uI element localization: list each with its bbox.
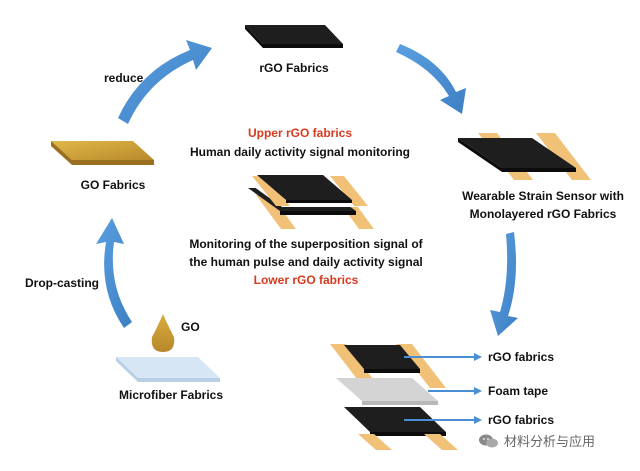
lower-rgo-label: Lower rGO fabrics (253, 273, 359, 287)
layer-rgo-label-1: rGO fabrics (488, 350, 555, 364)
sensor-arrow (396, 44, 466, 114)
superposition-label-1: Monitoring of the superposition signal o… (189, 237, 423, 251)
callout-arrow-rgo-2 (404, 416, 482, 424)
microfiber-fabric (116, 357, 220, 382)
callout-arrow-foam (428, 387, 482, 395)
drop-casting-arrow (96, 218, 132, 328)
superposition-label-2: the human pulse and daily activity signa… (189, 255, 423, 269)
reduce-arrow (118, 40, 212, 124)
watermark: 材料分析与应用 (478, 431, 595, 450)
go-drop-label: GO (181, 320, 200, 334)
wearable-sensor-label-1: Wearable Strain Sensor with (462, 189, 624, 203)
go-fabrics-label: GO Fabrics (80, 178, 146, 192)
monolayer-sensor (458, 133, 591, 180)
microfiber-label: Microfiber Fabrics (118, 388, 224, 402)
reduce-label: reduce (104, 71, 144, 85)
wearable-sensor-label-2: Monolayered rGO Fabrics (469, 207, 617, 221)
callout-arrow-rgo-1 (404, 353, 482, 361)
layer-foam-tape (336, 378, 438, 405)
drop-casting-label: Drop-casting (25, 276, 100, 290)
layer-rgo-label-2: rGO fabrics (488, 413, 555, 427)
layer-rgo-bottom (344, 407, 458, 450)
upper-rgo-label: Upper rGO fabrics (247, 126, 353, 140)
layer-arrow (490, 232, 518, 336)
go-drop (151, 314, 175, 352)
layer-foam-label: Foam tape (488, 384, 549, 398)
watermark-text: 材料分析与应用 (504, 435, 596, 450)
wechat-icon (479, 434, 498, 447)
rgo-fabrics-label: rGO Fabrics (259, 61, 329, 75)
go-fabric (51, 141, 154, 165)
double-layer-sensor (248, 175, 374, 229)
human-daily-label: Human daily activity signal monitoring (189, 145, 411, 159)
rgo-fabric-top (245, 25, 343, 48)
layer-rgo-top (330, 344, 446, 388)
